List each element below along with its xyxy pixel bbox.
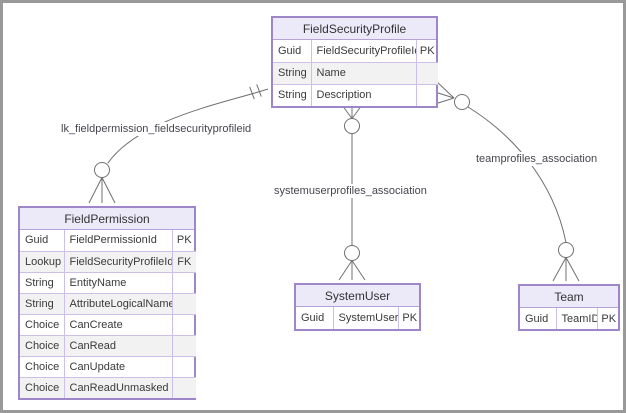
relationship-edge-fieldpermission[interactable] (88, 84, 269, 204)
cell-type: String (273, 84, 312, 106)
cell-name: Description (311, 84, 417, 106)
entity-title: FieldPermission (20, 208, 194, 230)
cell-key (416, 62, 438, 85)
cell-type: Choice (20, 356, 65, 378)
relationship-label-fieldpermission[interactable]: lk_fieldpermission_fieldsecurityprofilei… (59, 122, 254, 136)
cell-key (172, 335, 196, 357)
cell-type: Choice (20, 314, 65, 336)
zero-marker-icon (344, 245, 360, 261)
zero-marker-icon (94, 162, 110, 178)
cell-name: SystemUserId (333, 307, 399, 329)
cell-key: PK (172, 230, 196, 252)
entity-title: FieldSecurityProfile (273, 18, 436, 40)
cell-key (172, 314, 196, 336)
cell-name: AttributeLogicalName (64, 293, 173, 315)
many-marker-icon (552, 257, 580, 282)
cell-key (172, 293, 196, 315)
cell-type: String (273, 62, 312, 85)
one-one-marker-icon (249, 84, 262, 100)
cell-type: String (20, 272, 65, 294)
cell-type: Lookup (20, 251, 65, 273)
cell-key: PK (601, 312, 617, 325)
cell-key: FK (172, 251, 196, 273)
cell-type: Guid (520, 308, 557, 329)
cell-key (172, 356, 196, 378)
cell-key (172, 272, 196, 294)
cell-type: Guid (273, 40, 312, 63)
cell-name: CanUpdate (64, 356, 173, 378)
relationship-label-team[interactable]: teamprofiles_association (474, 152, 600, 166)
cell-name: FieldSecurityProfileId (64, 251, 173, 273)
cell-type: Guid (296, 307, 334, 329)
cell-type: Guid (20, 230, 65, 252)
cell-key: PK (402, 312, 418, 324)
cell-type: Choice (20, 377, 65, 398)
cell-name: TeamID (556, 308, 598, 329)
cell-key: PK (416, 40, 438, 63)
entity-attribute-table: GuidSystemUserIdPK (296, 307, 421, 329)
cell-key (416, 84, 438, 106)
cell-name: FieldSecurityProfileId (311, 40, 417, 63)
cell-name: CanReadUnmasked (64, 377, 173, 398)
cell-name: CanCreate (64, 314, 173, 336)
zero-marker-icon (344, 118, 360, 134)
entity-title: SystemUser (296, 285, 419, 307)
cell-type: String (20, 293, 65, 315)
relationship-label-systemuser[interactable]: systemuserprofiles_association (272, 184, 429, 198)
zero-marker-icon (454, 94, 470, 110)
entity-row[interactable]: GuidSystemUserIdPK (296, 307, 421, 329)
cell-key (172, 377, 196, 398)
cell-name: Name (311, 62, 417, 85)
cell-type: Choice (20, 335, 65, 357)
entity-systemuser[interactable]: SystemUser GuidSystemUserIdPK (294, 283, 421, 331)
relationship-edge-team[interactable] (434, 79, 580, 282)
zero-marker-icon (558, 242, 574, 258)
entity-title: Team (520, 286, 618, 308)
cell-name: FieldPermissionId (64, 230, 173, 252)
cell-name: CanRead (64, 335, 173, 357)
many-marker-icon (338, 260, 366, 281)
many-marker-icon (88, 177, 116, 204)
cell-name: EntityName (64, 272, 173, 294)
